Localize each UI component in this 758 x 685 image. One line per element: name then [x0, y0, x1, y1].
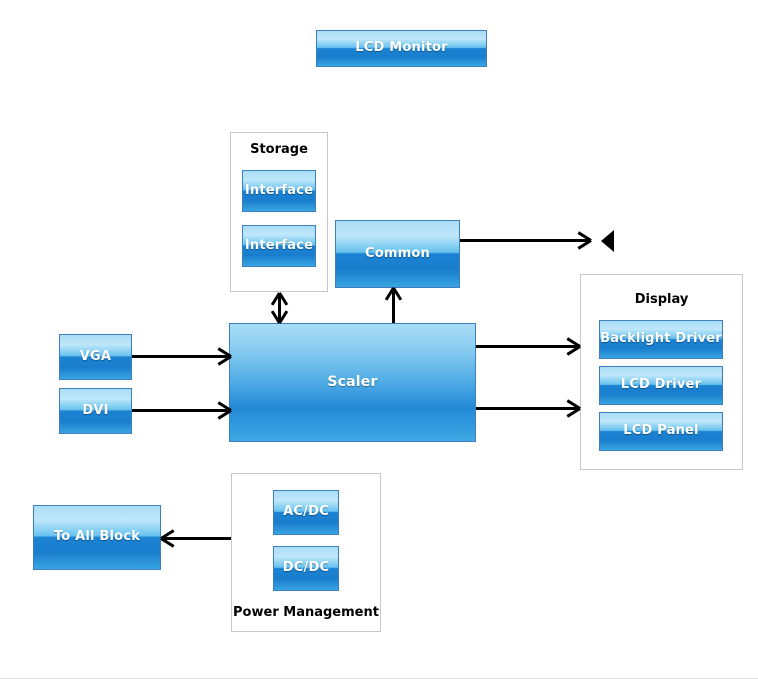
block-lcd-monitor-label: LCD Monitor: [355, 40, 448, 56]
block-storage-interface-1[interactable]: Interface: [242, 170, 316, 212]
block-dc-dc[interactable]: DC/DC: [273, 546, 339, 591]
connector-common-to-speaker: [460, 239, 589, 242]
connector-dvi-to-scaler: [132, 409, 229, 412]
block-lcd-driver-label: LCD Driver: [620, 377, 702, 393]
group-power-management-title: Power Management: [233, 605, 379, 620]
connector-scaler-to-display-lower: [476, 407, 578, 410]
block-scaler-label: Scaler: [327, 374, 378, 391]
block-dvi-label: DVI: [82, 402, 109, 418]
block-backlight-driver-label: Backlight Driver: [600, 331, 722, 347]
block-storage-interface-1-label: Interface: [244, 182, 314, 198]
block-ac-dc-label: AC/DC: [283, 504, 329, 520]
block-scaler[interactable]: Scaler: [229, 323, 476, 442]
connector-storage-scaler: [278, 294, 281, 323]
group-storage: Storage: [230, 132, 328, 292]
connector-vga-to-scaler: [132, 355, 229, 358]
connector-scaler-to-common: [392, 289, 395, 323]
block-dvi[interactable]: DVI: [59, 388, 132, 434]
group-storage-title: Storage: [250, 142, 308, 157]
block-lcd-monitor[interactable]: LCD Monitor: [316, 30, 487, 67]
block-common-label: Common: [365, 245, 430, 261]
block-vga[interactable]: VGA: [59, 334, 132, 380]
connector-power-to-all-block: [163, 537, 231, 540]
speaker-icon: [601, 230, 614, 252]
block-dc-dc-label: DC/DC: [282, 560, 330, 576]
footer-divider: [0, 678, 758, 679]
block-storage-interface-2-label: Interface: [244, 237, 314, 253]
block-to-all-block-label: To All Block: [53, 529, 141, 545]
block-backlight-driver[interactable]: Backlight Driver: [599, 320, 723, 359]
block-vga-label: VGA: [79, 348, 112, 364]
connector-scaler-to-display-upper: [476, 345, 578, 348]
block-lcd-panel-label: LCD Panel: [623, 423, 699, 439]
block-lcd-panel[interactable]: LCD Panel: [599, 412, 723, 451]
block-storage-interface-2[interactable]: Interface: [242, 225, 316, 267]
group-power-management: Power Management: [231, 473, 381, 632]
block-common[interactable]: Common: [335, 220, 460, 288]
group-display-title: Display: [634, 292, 689, 307]
block-to-all-block[interactable]: To All Block: [33, 505, 161, 570]
block-lcd-driver[interactable]: LCD Driver: [599, 366, 723, 405]
block-ac-dc[interactable]: AC/DC: [273, 490, 339, 535]
